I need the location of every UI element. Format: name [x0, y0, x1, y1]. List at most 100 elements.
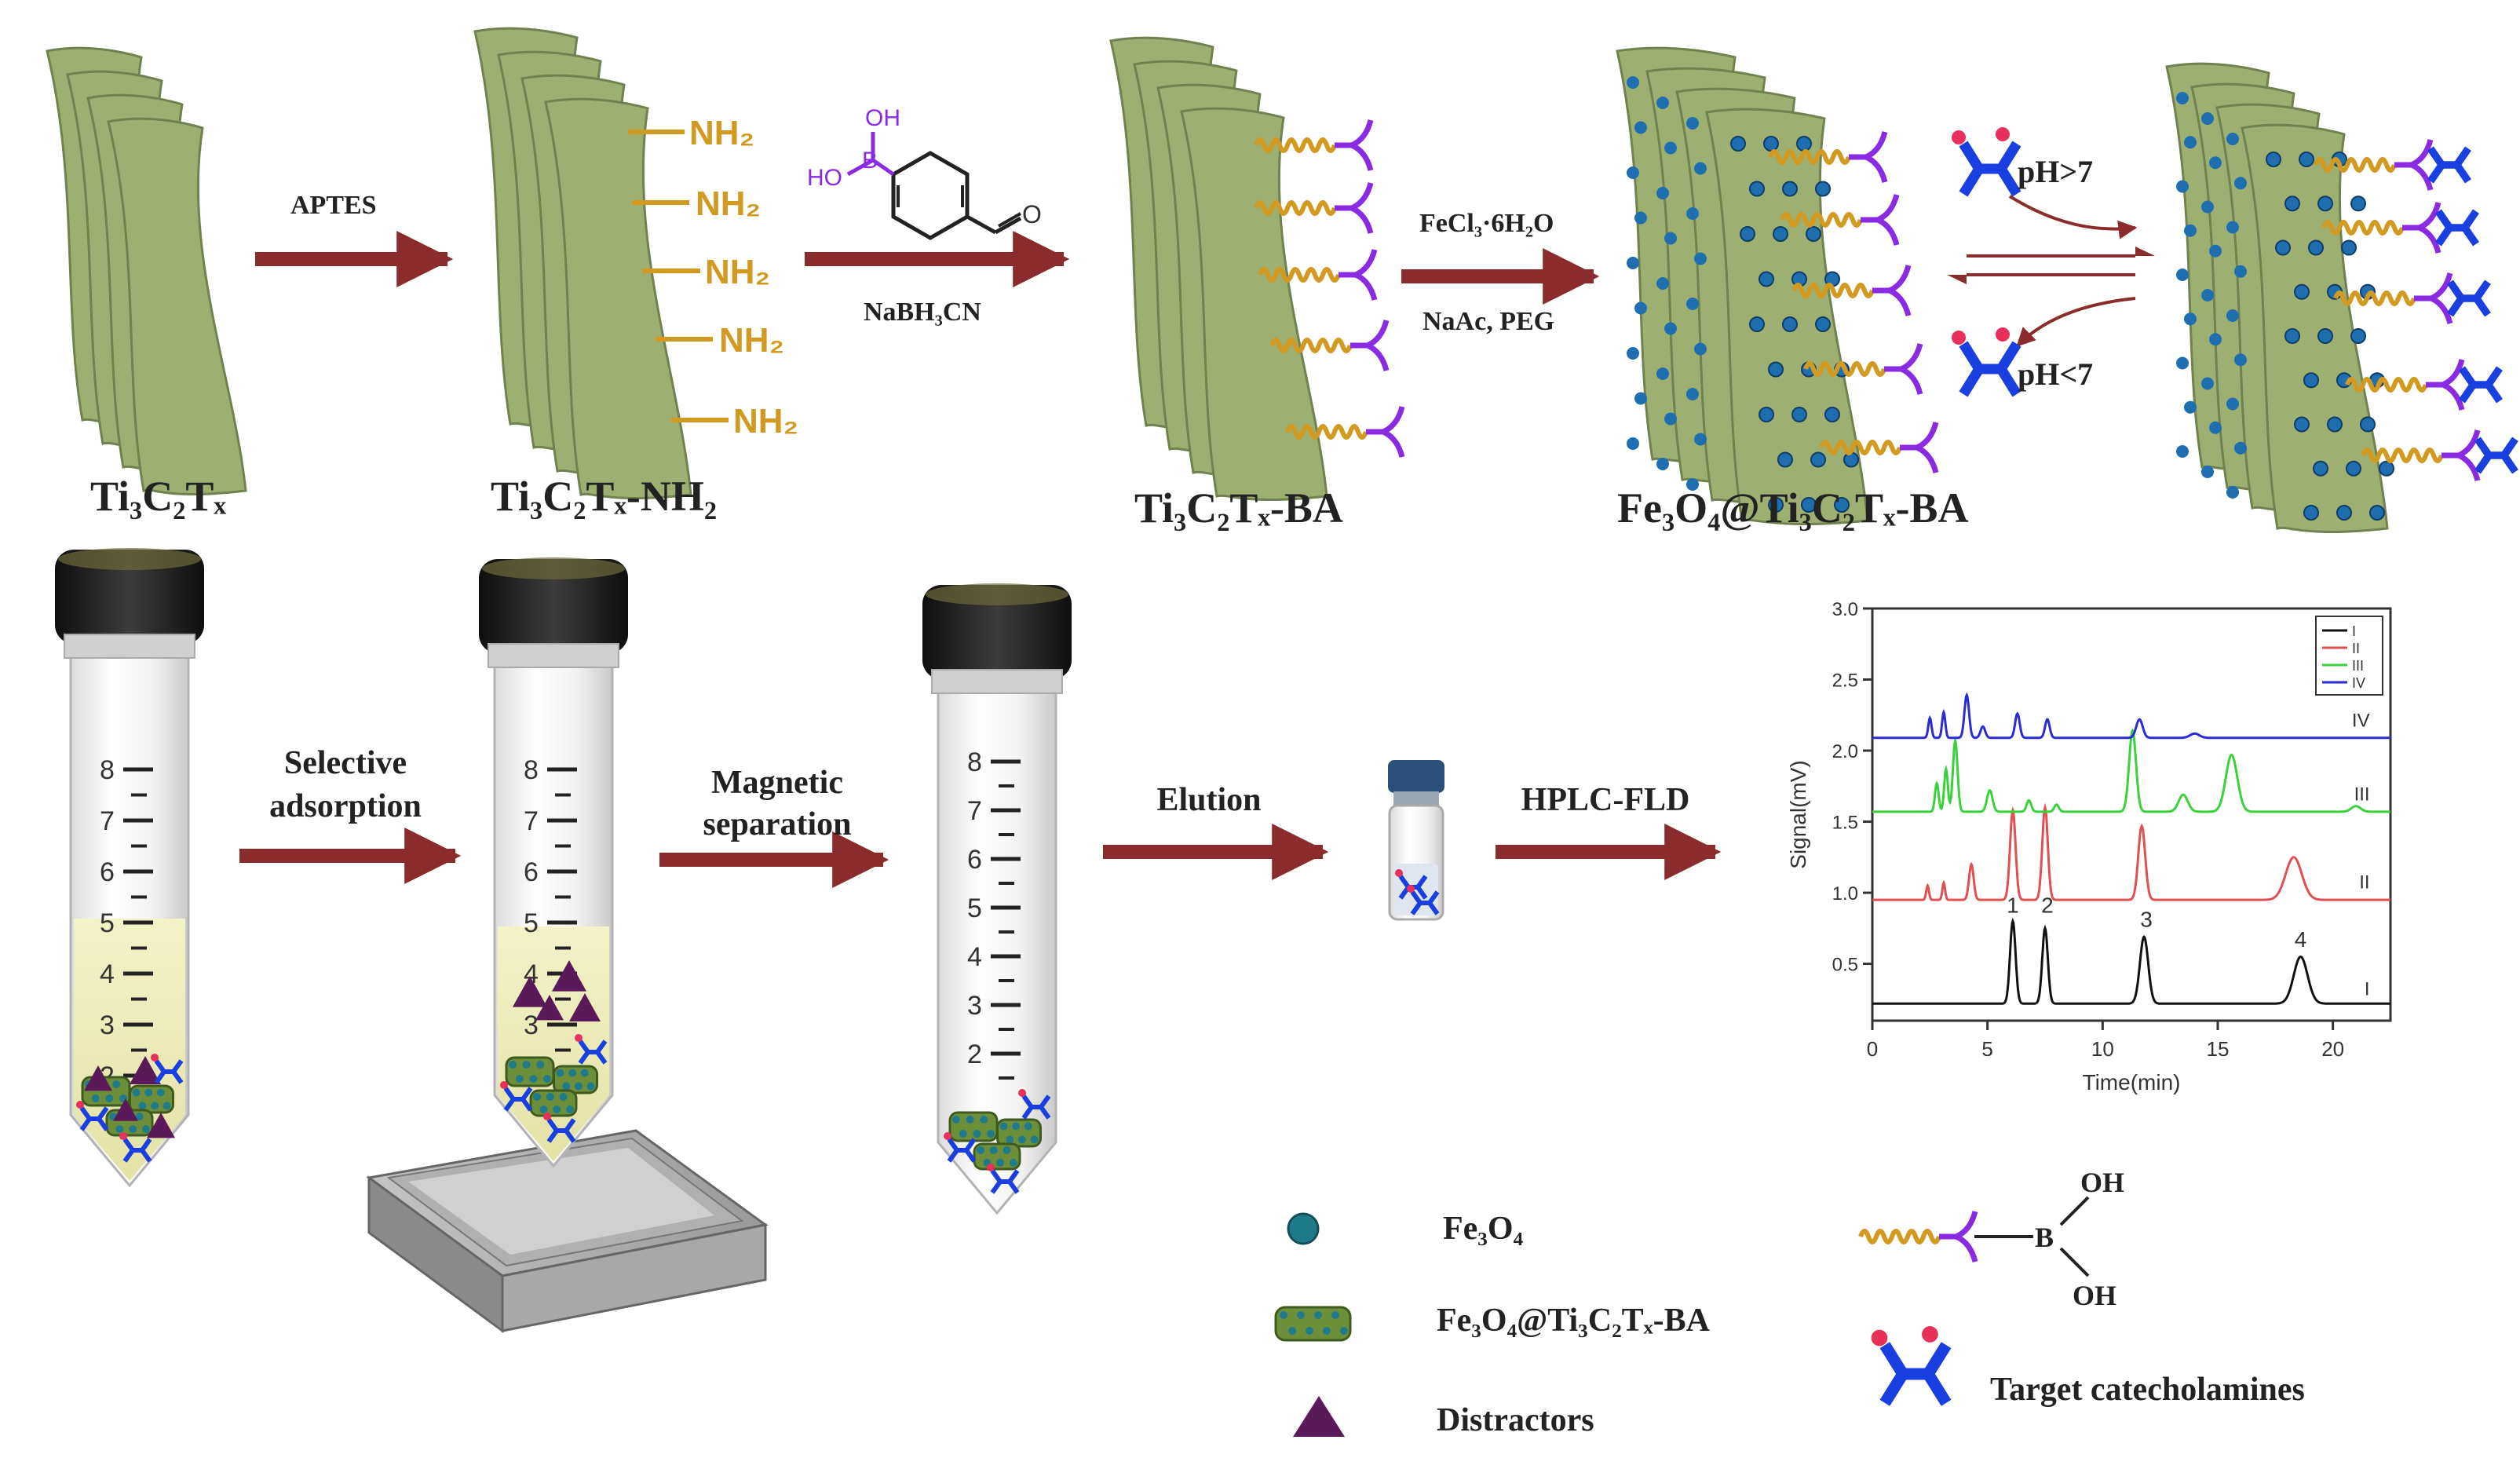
- fe3o4-particle: [1768, 361, 1784, 378]
- boronic-acid-ligand: [1768, 131, 1888, 183]
- mxene-sheet: [2241, 123, 2389, 534]
- fe3o4-particle-icon: [1287, 1212, 1320, 1245]
- fe3o4-particle: [1656, 187, 1669, 199]
- fe3o4-particle: [1656, 277, 1669, 290]
- fe3o4-particle: [1627, 347, 1639, 360]
- chart-frame: [1871, 607, 2392, 1022]
- fe3o4-particle: [2299, 152, 2314, 167]
- distractor-triangle: [84, 1065, 112, 1091]
- amine-label: NH₂: [696, 185, 761, 223]
- distractor-triangle: [147, 1113, 175, 1138]
- fe3o4-particle: [2184, 224, 2197, 237]
- fe3o4-particle: [1664, 141, 1677, 155]
- legend-ba-oh-top: OH: [2080, 1167, 2124, 1198]
- fe3o4-particle: [1686, 117, 1699, 130]
- tube-scale-label: 6: [967, 845, 982, 875]
- molecule-b: B: [862, 148, 878, 174]
- fe3o4-particle: [1782, 181, 1798, 197]
- fe3o4-particle: [2234, 177, 2247, 190]
- catecholamine-icon: [2459, 366, 2503, 404]
- tube-scale-label: 3: [524, 1010, 539, 1040]
- fe3o4-particle: [1815, 181, 1831, 197]
- x-tick-label: 5: [1981, 1037, 1992, 1061]
- step-label: Elution: [1156, 782, 1261, 818]
- legend-fe3o4: Fe₃O₄: [1443, 1211, 1524, 1247]
- x-axis-label: Time(min): [2083, 1070, 2181, 1094]
- tube-scale-label: 6: [524, 857, 539, 887]
- fe3o4-particle: [2209, 421, 2222, 434]
- series-line-III: [1872, 728, 2390, 813]
- fe3o4-particle: [2176, 269, 2189, 281]
- fe3o4-particle: [1686, 298, 1699, 310]
- fe3o4-particle: [2303, 372, 2319, 389]
- y-tick-label: 2.0: [1832, 741, 1858, 762]
- boronic-acid-ligand: [1803, 343, 1923, 395]
- tube-scale-label: 3: [967, 991, 982, 1021]
- fe3o4-particle: [2350, 195, 2366, 212]
- formylphenylboronic-acid: OH B HO O: [807, 105, 1042, 240]
- x-tick-label: 10: [2091, 1037, 2114, 1061]
- fe3o4-particle: [2234, 441, 2247, 455]
- y-axis-label: Signal(mV): [1786, 760, 1810, 868]
- legend-entry: I: [2352, 623, 2356, 639]
- tube-cap: [479, 559, 628, 653]
- tube-scale-label: 4: [967, 942, 982, 972]
- fe3o4-particle: [1686, 207, 1699, 220]
- fe3o4-particle: [1634, 121, 1647, 134]
- tube-scale-label: 4: [100, 959, 115, 989]
- fe3o4-particle: [1768, 497, 1784, 513]
- legend-distractors: Distractors: [1437, 1402, 1594, 1438]
- boronic-acid-ligand: [1819, 422, 1939, 473]
- mxene-sheets: [46, 27, 2394, 534]
- fe3o4-particle: [1740, 226, 1755, 242]
- fe3o4-particle: [1815, 316, 1831, 332]
- tube-scale-label: 5: [967, 893, 982, 923]
- y-tick-label: 1.0: [1832, 883, 1858, 904]
- fe3o4-particle: [2284, 195, 2300, 212]
- fe3o4-particle: [1656, 458, 1669, 470]
- boronic-acid-ligand: [2345, 359, 2503, 411]
- fe3o4-particle: [1796, 136, 1812, 152]
- legend-entry: II: [2352, 641, 2360, 656]
- fe3o4-particle: [2226, 309, 2239, 322]
- series-line-I: [1872, 917, 2390, 1005]
- fe3o4-particle: [1686, 388, 1699, 400]
- fe3o4-particle: [1656, 367, 1669, 380]
- tube-scale-label: 7: [524, 806, 539, 836]
- tube-cap: [922, 585, 1072, 679]
- y-tick-label: 3.0: [1832, 599, 1858, 620]
- series-line-II: [1872, 802, 2390, 901]
- fe3o4-particle: [1634, 301, 1647, 315]
- fe3o4-particle: [1664, 232, 1677, 245]
- trace-label: IV: [2352, 710, 2370, 731]
- fe3o4-particle: [2209, 244, 2222, 258]
- fe3o4-particle: [1694, 433, 1707, 446]
- fe3o4-particle: [1773, 226, 1788, 242]
- fe3o4-particle: [2341, 239, 2357, 256]
- reagent-nabh3cn: NaBH₃CN: [864, 298, 981, 327]
- tube-scale-label: 2: [967, 1040, 982, 1069]
- x-tick-label: 20: [2321, 1037, 2344, 1061]
- step-label: adsorption: [269, 788, 422, 824]
- distractor-triangle: [113, 1098, 138, 1121]
- fe3o4-particle: [2360, 416, 2376, 433]
- fe3o4-particle: [2184, 136, 2197, 149]
- peak-label: 2: [2041, 893, 2054, 917]
- legend: Fe₃O₄ Fe₃O₄@Ti₃C₂Tₓ-BA Distractors Targe…: [1274, 1167, 2305, 1438]
- fe3o4-particle: [1694, 252, 1707, 265]
- label-fe3o4-ti3c2tx-ba: Fe₃O₄@Ti₃C₂Tₓ-BA: [1617, 484, 1968, 532]
- y-tick-label: 0.5: [1832, 955, 1858, 976]
- peak-label: 4: [2295, 927, 2307, 952]
- tube-scale-label: 8: [967, 747, 982, 777]
- distractor-triangle: [569, 993, 601, 1021]
- fe3o4-particle: [1791, 407, 1807, 422]
- amine-label: NH₂: [705, 253, 770, 291]
- reagent-fecl3: FeCl₃·6H₂O: [1419, 209, 1554, 238]
- fe3o4-particle: [1730, 136, 1746, 152]
- fe3o4-particle: [1824, 407, 1840, 422]
- process-arrows: [239, 824, 1722, 888]
- boronic-acid-ligand: [1254, 119, 1374, 171]
- distractor-triangle-icon: [1293, 1396, 1345, 1437]
- fe3o4-particle: [2209, 156, 2222, 170]
